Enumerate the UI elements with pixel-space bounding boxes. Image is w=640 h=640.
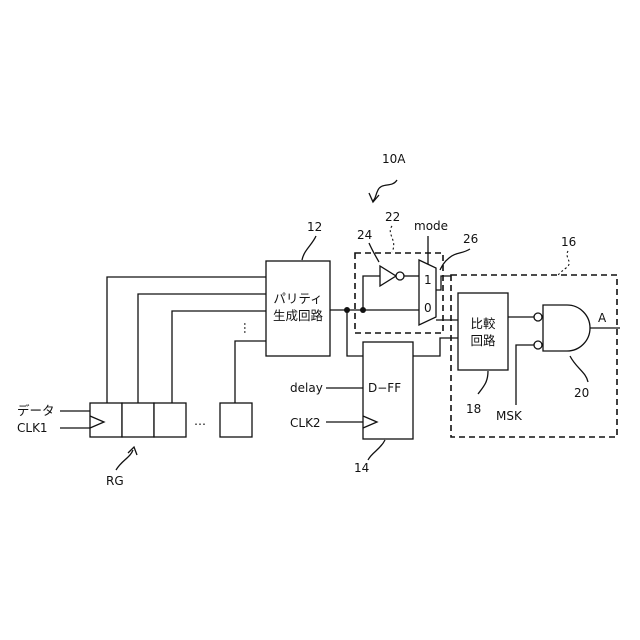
msk-wire: [516, 345, 534, 405]
leader-26: [440, 249, 470, 270]
parity-label-line1: パリティ: [273, 291, 322, 306]
label-26: 26: [463, 232, 478, 246]
inverter-24: [380, 266, 404, 286]
label-14: 14: [354, 461, 369, 475]
register-ellipsis: …: [194, 414, 206, 428]
label-rg: RG: [106, 474, 124, 488]
label-msk: MSK: [496, 409, 523, 423]
leader-rg: [116, 450, 133, 470]
leader-22: [390, 226, 393, 252]
label-22: 22: [385, 210, 400, 224]
label-data: データ: [17, 403, 55, 418]
mux-input-1: 1: [424, 273, 432, 287]
label-clk1: CLK1: [17, 421, 48, 435]
label-10a: 10A: [382, 152, 406, 166]
leader-18: [478, 371, 488, 394]
dff-label: D−FF: [368, 381, 401, 395]
mux-input-0: 0: [424, 301, 432, 315]
parity-label-line2: 生成回路: [273, 308, 324, 323]
label-clk2: CLK2: [290, 416, 321, 430]
comparator-label-line2: 回路: [470, 333, 496, 348]
and-gate-20: [534, 305, 590, 351]
label-18: 18: [466, 402, 481, 416]
ref-arrow-10a: [369, 180, 397, 202]
label-24: 24: [357, 228, 372, 242]
label-16: 16: [561, 235, 576, 249]
leader-14: [368, 440, 385, 460]
parity-input-ellipsis: …: [241, 322, 255, 334]
label-output-a: A: [598, 311, 607, 325]
comparator-18: [458, 293, 508, 370]
label-20: 20: [574, 386, 589, 400]
label-delay: delay: [290, 381, 323, 395]
label-12: 12: [307, 220, 322, 234]
multiplexer-26: [419, 260, 436, 325]
register-to-parity-wires: [107, 277, 266, 403]
leader-20: [570, 356, 588, 382]
leader-12: [302, 236, 316, 260]
comparator-label-line1: 比較: [470, 316, 496, 331]
label-mode: mode: [414, 219, 448, 233]
leader-16: [558, 251, 569, 275]
register-rg: [90, 403, 252, 437]
